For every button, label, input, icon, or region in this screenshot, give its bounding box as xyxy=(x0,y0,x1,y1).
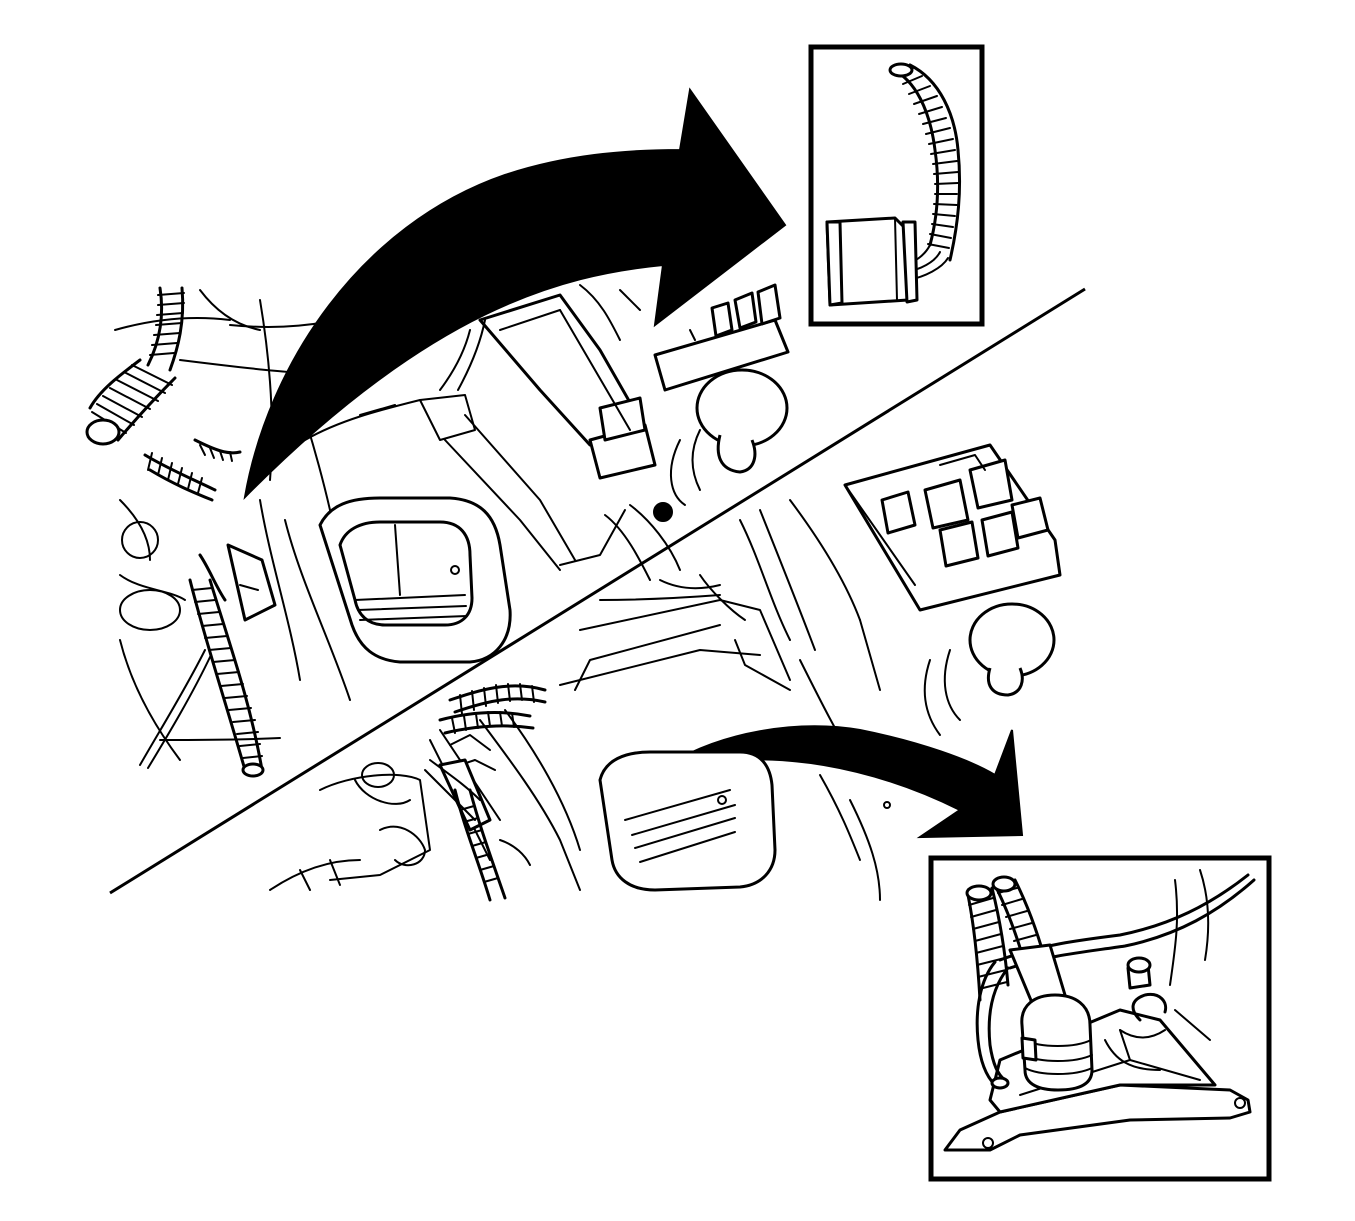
upper-view xyxy=(85,87,790,778)
body-structure-lower xyxy=(269,499,891,901)
module-housing-lower xyxy=(598,750,777,892)
harness-bundle-left xyxy=(85,286,265,778)
relay-block-upper xyxy=(304,283,790,571)
inset-connector-top xyxy=(808,44,985,327)
relay-block-lower xyxy=(843,443,1062,736)
harness-bundle-lower xyxy=(424,683,547,902)
inset-connector-bottom xyxy=(928,855,1272,1182)
panel-divider-line xyxy=(109,287,1086,895)
module-housing-upper xyxy=(318,496,512,664)
callout-arrow-upper xyxy=(243,87,787,500)
harness-connector-upper xyxy=(198,543,277,622)
lower-view xyxy=(269,443,1062,902)
